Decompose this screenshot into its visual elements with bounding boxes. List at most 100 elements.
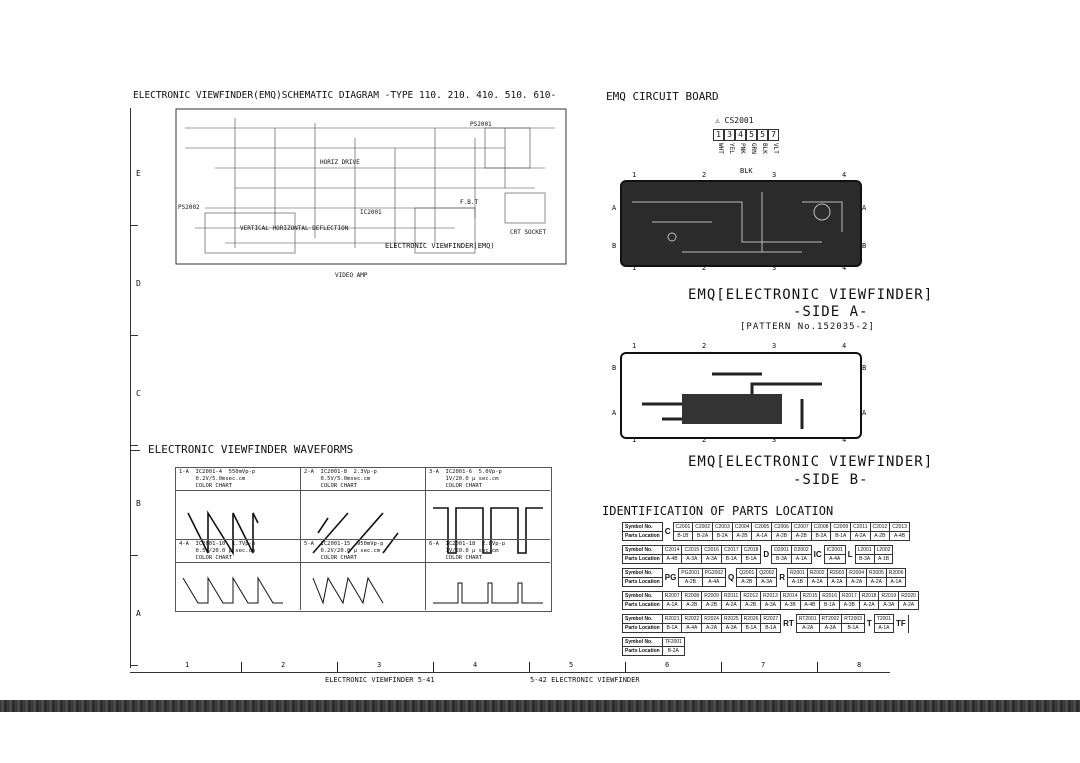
location-cell: A-2B xyxy=(678,577,703,587)
waveforms-title: ELECTRONIC VIEWFINDER WAVEFORMS xyxy=(148,443,354,456)
symbol-cell: C2017 xyxy=(720,545,742,555)
symbol-cell: L2001 xyxy=(854,545,875,555)
waveform-label-3-A: 3-A IC2001-6 5.0Vp-p 1V/20.0 μ sec.cm CO… xyxy=(429,469,502,489)
symbol-cell: RT2002 xyxy=(818,614,843,624)
board-title: EMQ CIRCUIT BOARD xyxy=(606,90,719,103)
board-col-1: 1 xyxy=(632,436,637,444)
waveform-divider xyxy=(425,539,426,610)
waveform-trace xyxy=(312,512,399,554)
symbol-header: Symbol No. xyxy=(622,614,663,624)
board-col-3: 3 xyxy=(772,264,777,272)
board-col-2: 2 xyxy=(702,436,707,444)
waveform-divider xyxy=(300,467,301,539)
location-header: Parts Location xyxy=(622,531,663,541)
symbol-cell: C2018 xyxy=(740,545,762,555)
location-cell: A-3B xyxy=(779,600,801,610)
waveform-trace xyxy=(433,582,543,604)
symbol-cell: L2002 xyxy=(873,545,894,555)
symbol-header: Symbol No. xyxy=(622,522,663,532)
waveform-label-5-A: 5-A IC2001-15 950mVp-p 0.2V/20.0 μ sec.c… xyxy=(304,541,384,561)
location-cell: A-2B xyxy=(731,531,753,541)
fbt-label: F.B.T xyxy=(460,199,479,206)
side-b-title: EMQ[ELECTRONIC VIEWFINDER] xyxy=(688,454,934,470)
symbol-cell: R2012 xyxy=(740,591,762,601)
symbol-cell: R2024 xyxy=(701,614,722,624)
wire-color: VLT xyxy=(772,143,779,154)
grid-number: 8 xyxy=(857,661,862,669)
symbol-group-letter: T xyxy=(863,614,875,633)
video-amp-label: VIDEO AMP xyxy=(335,272,368,279)
board-col-1: 1 xyxy=(632,342,637,350)
waveform-label-1-A: 1-A IC2001-4 550mVp-p 0.2V/5.0msec.cm CO… xyxy=(179,469,256,489)
row-mark: C xyxy=(136,389,141,398)
location-cell: A-3A xyxy=(720,623,742,633)
symbol-group-letter: TF xyxy=(893,614,909,633)
board-col-1: 1 xyxy=(632,171,637,179)
location-cell: B-2A xyxy=(661,646,685,656)
symbol-cell: R2022 xyxy=(681,614,703,624)
location-cell: A-1A xyxy=(873,623,895,633)
location-cell: B-1A xyxy=(841,623,865,633)
location-header: Parts Location xyxy=(622,600,663,610)
row-tick xyxy=(130,225,138,226)
location-cell: A-1A xyxy=(661,600,683,610)
symbol-cell: C2007 xyxy=(790,522,812,532)
symbol-header: Symbol No. xyxy=(622,568,663,578)
location-cell: A-3A xyxy=(701,554,722,564)
symbol-group-letter: IC xyxy=(810,545,825,564)
symbol-cell: Q2002 xyxy=(756,568,778,578)
board-col-2: 2 xyxy=(702,264,707,272)
footer-left-page: ELECTRONIC VIEWFINDER 5-41 xyxy=(325,676,435,684)
grid-number: 6 xyxy=(665,661,670,669)
location-header: Parts Location xyxy=(622,554,663,564)
location-cell: A-2A xyxy=(720,600,742,610)
location-cell: A-1A xyxy=(885,577,907,587)
symbol-cell: PG2001 xyxy=(678,568,703,578)
symbol-cell: R2005 xyxy=(866,568,887,578)
waveform-trace xyxy=(433,507,543,554)
location-cell: A-2A xyxy=(866,577,887,587)
side-b-label: -SIDE B- xyxy=(793,472,869,488)
location-cell: A-2B xyxy=(869,531,891,541)
location-cell: B-1A xyxy=(819,600,840,610)
ic2001-label: IC2001 xyxy=(360,209,382,216)
symbol-group-letter: RT xyxy=(780,614,797,633)
location-cell: A-4A xyxy=(701,577,727,587)
row-mark: D xyxy=(136,279,141,288)
location-cell: B-3A xyxy=(854,554,875,564)
deflection-label: VERTICAL HORIZONTAL DEFLECTION xyxy=(240,225,349,232)
symbol-cell: R2001 xyxy=(787,568,808,578)
crt-socket-label: CRT SOCKET xyxy=(510,229,547,236)
pattern-number: [PATTERN No.152035-2] xyxy=(740,322,875,332)
board-row: A xyxy=(862,409,867,417)
symbol-cell: R2003 xyxy=(826,568,848,578)
waveform-label-6-A: 6-A IC2001-18 2.8Vp-p 1V/20.0 μ sec.cm C… xyxy=(429,541,506,561)
location-cell: A-2B xyxy=(736,577,758,587)
location-cell: A-2A xyxy=(806,577,828,587)
symbol-cell: D2001 xyxy=(771,545,792,555)
connector-pin: 5 xyxy=(746,129,757,141)
schematic-caption: ELECTRONIC VIEWFINDER(EMQ) xyxy=(385,242,495,250)
wire-color: BLK xyxy=(761,143,768,154)
symbol-cell: C2012 xyxy=(869,522,891,532)
row-mark: B xyxy=(136,499,141,508)
location-cell: B-1A xyxy=(740,623,762,633)
schematic-frame xyxy=(175,108,567,265)
location-cell: A-4A xyxy=(823,554,846,564)
symbol-cell: C2015 xyxy=(681,545,703,555)
location-cell: A-2A xyxy=(846,577,867,587)
symbol-group-letter: C xyxy=(661,522,674,541)
location-cell: A-1A xyxy=(790,554,812,564)
scan-edge-band xyxy=(0,700,1080,712)
symbol-group-letter: R xyxy=(776,568,789,587)
symbol-cell: R2014 xyxy=(779,591,801,601)
connector-label: ⚠ CS2001 xyxy=(715,116,754,125)
board-col-3: 3 xyxy=(772,171,777,179)
symbol-cell: C2004 xyxy=(731,522,753,532)
location-cell: A-3B xyxy=(838,600,860,610)
row-tick xyxy=(130,555,138,556)
location-cell: A-3A xyxy=(760,600,781,610)
